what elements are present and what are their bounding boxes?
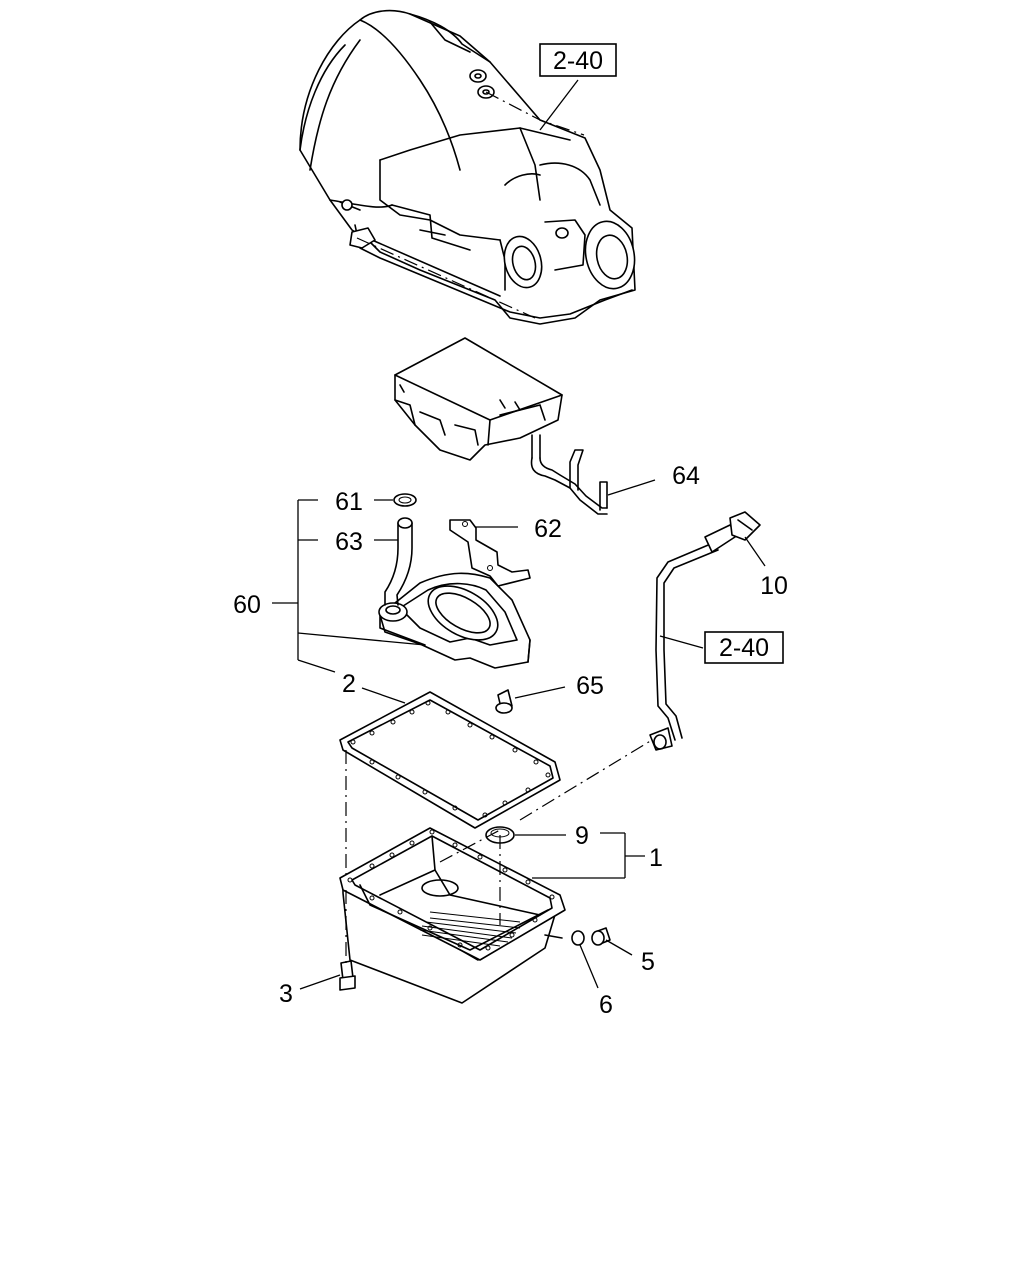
reference-box-top[interactable]: 2-40 <box>539 43 617 77</box>
oil-strainer-assembly <box>378 493 531 669</box>
alignment-lines <box>345 91 653 963</box>
callout-9: 9 <box>575 822 589 850</box>
valve-body <box>394 337 563 461</box>
pan-gasket <box>339 691 561 829</box>
reference-box-pipe[interactable]: 2-40 <box>704 631 784 664</box>
reference-label-top: 2-40 <box>553 47 603 75</box>
callout-60: 60 <box>233 591 261 619</box>
callout-64: 64 <box>672 462 700 490</box>
o-ring-61 <box>393 493 417 507</box>
callout-65: 65 <box>576 672 604 700</box>
callout-3: 3 <box>279 980 293 1008</box>
callout-6: 6 <box>599 991 613 1019</box>
bolt-3 <box>339 960 356 991</box>
callout-2: 2 <box>342 670 356 698</box>
callout-62: 62 <box>534 515 562 543</box>
callout-5: 5 <box>641 948 655 976</box>
drain-plug-5 <box>591 927 611 946</box>
dipstick-tube <box>649 511 761 751</box>
leader-lines <box>272 79 766 990</box>
callout-1: 1 <box>649 844 663 872</box>
transmission-housing <box>299 9 636 325</box>
reference-label-pipe: 2-40 <box>719 634 769 662</box>
oil-pan <box>339 827 566 1004</box>
callout-63: 63 <box>335 528 363 556</box>
bolt-65 <box>495 689 513 714</box>
oil-pipe-64 <box>530 434 608 515</box>
callout-10: 10 <box>760 572 788 600</box>
washer-6 <box>571 930 585 946</box>
callout-61: 61 <box>335 488 363 516</box>
